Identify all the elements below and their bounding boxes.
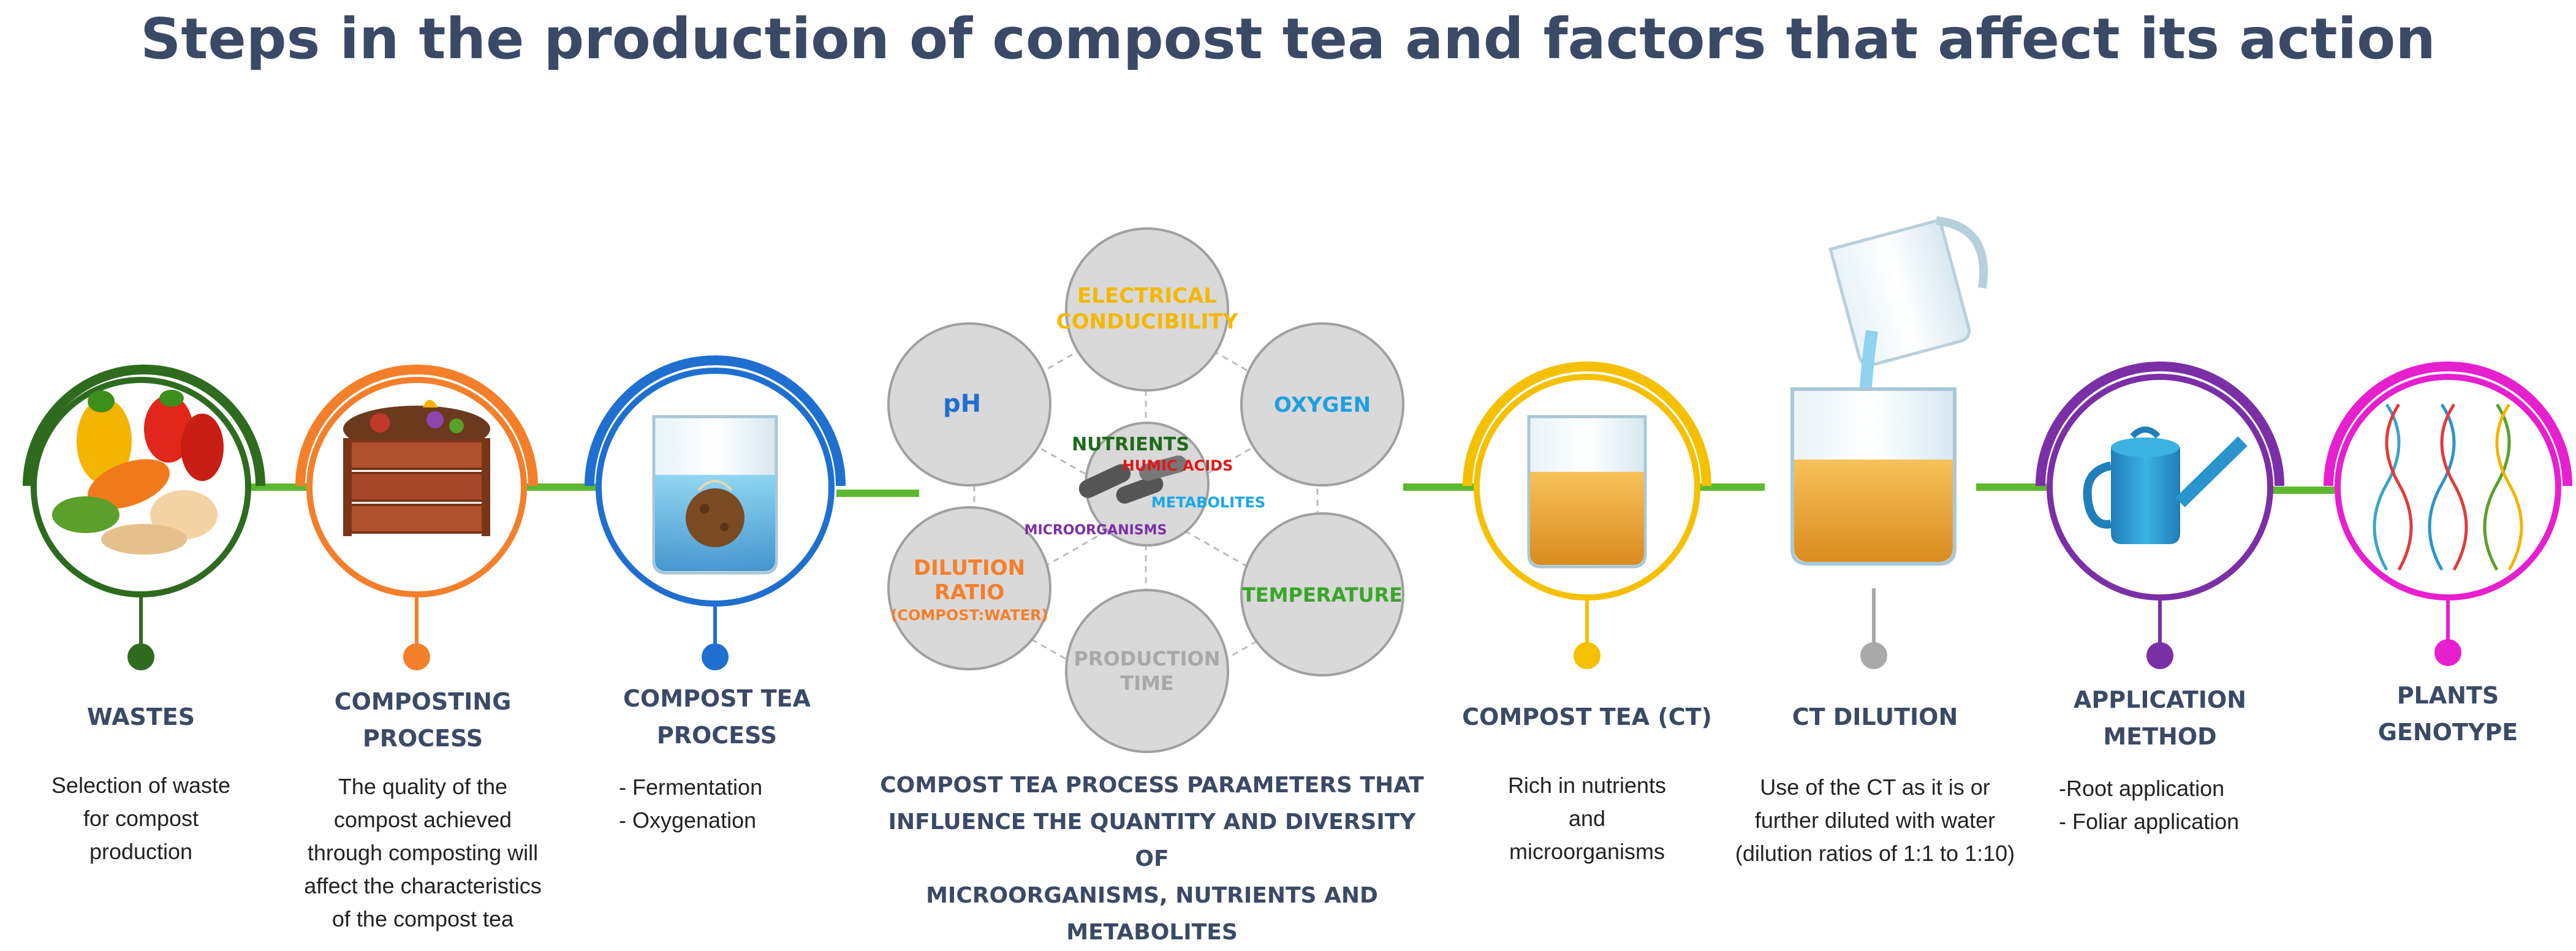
center-label-metabolites: METABOLITES bbox=[1151, 494, 1265, 511]
ct-dilution-desc: Use of the CT as it is or further dilute… bbox=[1735, 775, 2015, 866]
param-circle-lower-right bbox=[1240, 512, 1404, 676]
beaker-compost-bag-icon bbox=[652, 415, 778, 575]
wastes-arc bbox=[23, 365, 265, 487]
param-label-upper-left: pH bbox=[943, 390, 981, 418]
composting-title: COMPOSTING PROCESS bbox=[334, 688, 512, 752]
microorganisms-icon bbox=[1078, 455, 1188, 504]
ct-dilution-title: CT DILUTION bbox=[1792, 703, 1958, 730]
stage-compost-tea bbox=[1463, 362, 1711, 669]
center-label-nutrients: NUTRIENTS bbox=[1072, 434, 1189, 455]
wastes-title: WASTES bbox=[86, 703, 195, 730]
pouring-water-beaker-icon bbox=[1790, 216, 1988, 566]
param-circle-top bbox=[1065, 227, 1229, 392]
stage-wastes bbox=[23, 365, 265, 670]
wastes-desc: Selection of waste for compost productio… bbox=[51, 773, 231, 864]
plants-circle bbox=[2335, 374, 2561, 601]
application-desc: -Root application - Foliar application bbox=[2059, 776, 2240, 834]
page-title: Steps in the production of compost tea a… bbox=[140, 6, 2436, 72]
vegetables-icon bbox=[52, 390, 224, 555]
param-circle-upper-right bbox=[1240, 322, 1404, 487]
plants-arc bbox=[2324, 362, 2572, 487]
stage-plants bbox=[2324, 362, 2572, 666]
center-label-microorganisms: MICROORGANISMS bbox=[1025, 523, 1167, 538]
watering-can-icon bbox=[2083, 426, 2248, 544]
compost-tea-title: COMPOST TEA (CT) bbox=[1462, 703, 1712, 730]
plants-title: PLANTS GENOTYPE bbox=[2377, 682, 2518, 746]
stage-composting bbox=[295, 365, 538, 670]
ct-arc bbox=[1463, 362, 1711, 487]
beaker-tea-icon bbox=[1527, 415, 1647, 569]
parameters-caption: COMPOST TEA PROCESS PARAMETERS THAT INFL… bbox=[880, 773, 1424, 945]
param-label-upper-right: OXYGEN bbox=[1274, 393, 1371, 417]
compost-tea-process-title: COMPOST TEA PROCESS bbox=[623, 685, 811, 749]
compost-tea-desc: Rich in nutrients and microorganisms bbox=[1507, 773, 1667, 864]
dna-icon bbox=[2373, 403, 2523, 571]
param-circle-upper-left bbox=[887, 322, 1051, 487]
connector-lines bbox=[245, 483, 2335, 497]
param-circle-lower-left bbox=[887, 506, 1051, 670]
center-label-humic-acids: HUMIC ACIDS bbox=[1123, 457, 1233, 474]
application-title: APPLICATION METHOD bbox=[2074, 686, 2246, 750]
stage-ct-dilution bbox=[1790, 216, 1988, 669]
application-arc bbox=[2036, 362, 2284, 487]
param-label-lower-right: TEMPERATURE bbox=[1242, 583, 1403, 607]
composting-arc bbox=[295, 365, 538, 487]
composting-desc: The quality of the compost achieved thro… bbox=[304, 774, 542, 931]
stage-compost-tea-process bbox=[585, 355, 846, 670]
compost-bin-icon bbox=[343, 400, 490, 536]
param-circle-bottom bbox=[1065, 589, 1229, 753]
stage-application bbox=[2036, 362, 2284, 669]
compost-tea-process-desc: - Fermentation - Oxygenation bbox=[619, 775, 763, 833]
ctp-arc bbox=[585, 355, 846, 487]
